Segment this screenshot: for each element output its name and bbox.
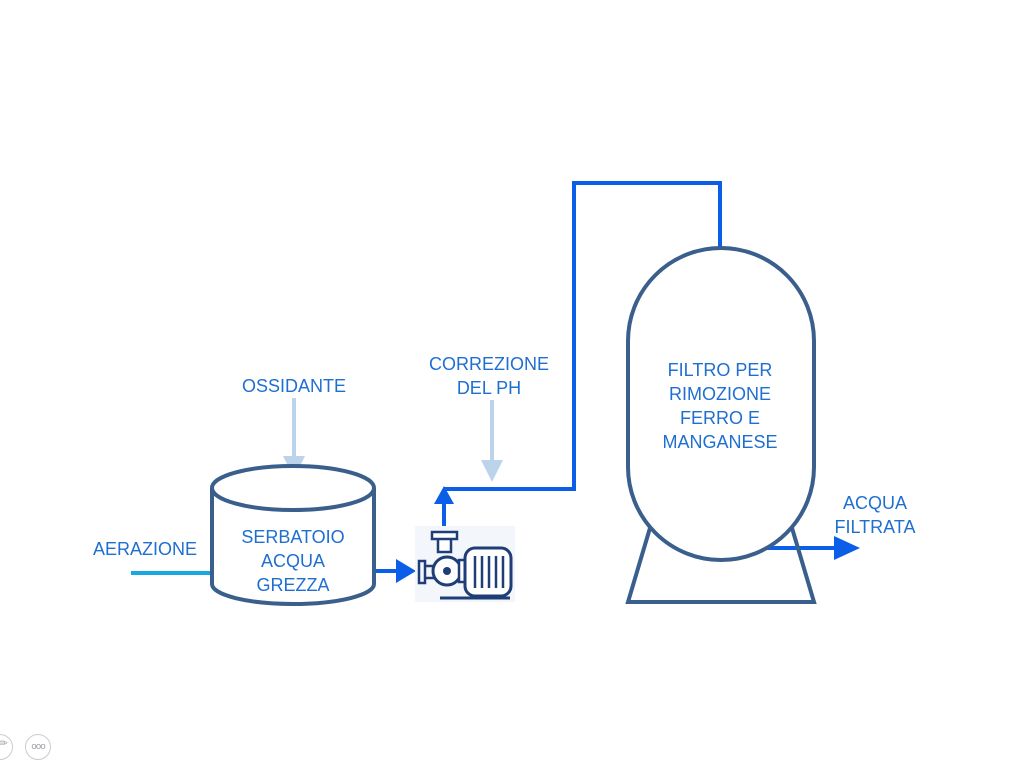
centrifugal-pump-icon — [415, 526, 515, 602]
label-correzione-line2: DEL PH — [457, 378, 521, 398]
label-correzione-line1: CORREZIONE — [429, 354, 549, 374]
label-filtro-line2: RIMOZIONE — [669, 384, 771, 404]
label-serbatoio-line1: SERBATOIO — [241, 527, 344, 547]
label-serbatoio-line2: ACQUA — [261, 551, 325, 571]
label-acqua-line2: FILTRATA — [835, 517, 916, 537]
tank-to-pump-arrow — [396, 559, 416, 583]
label-ossidante: OSSIDANTE — [242, 376, 346, 396]
label-filtro-line1: FILTRO PER — [668, 360, 773, 380]
more-options-icon: ooo — [31, 742, 45, 752]
more-options-button[interactable]: ooo — [25, 734, 51, 760]
label-filtro-line4: MANGANESE — [662, 432, 777, 452]
raw-water-tank — [210, 464, 376, 606]
label-filtro-line3: FERRO E — [680, 408, 760, 428]
label-serbatoio-line3: GREZZA — [256, 575, 329, 595]
filtered-water-arrow — [834, 536, 860, 560]
filter-vessel — [625, 246, 817, 604]
main-pipe — [444, 181, 722, 491]
ph-arrow — [481, 460, 503, 482]
label-aerazione: AERAZIONE — [93, 539, 197, 559]
label-acqua-line1: ACQUA — [843, 493, 907, 513]
pump-outlet-arrow — [434, 486, 454, 504]
